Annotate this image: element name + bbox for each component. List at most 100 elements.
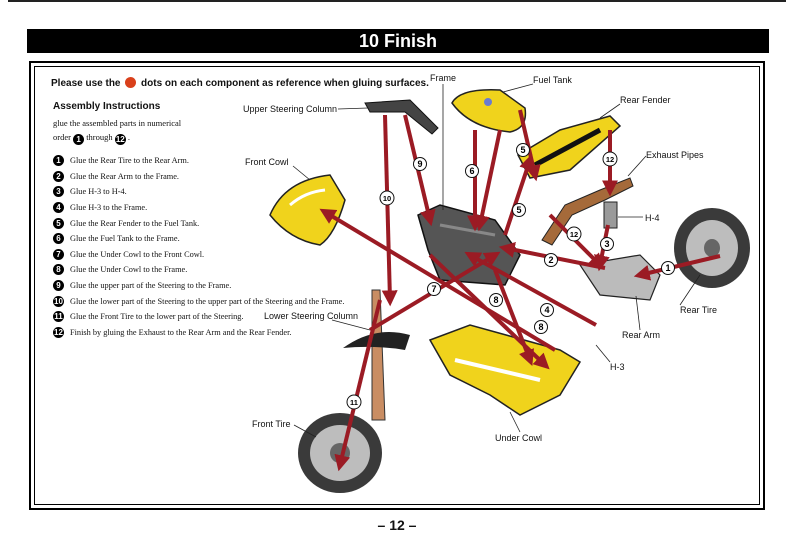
step-marker: 3 xyxy=(600,237,614,251)
top-rule xyxy=(8,0,786,2)
step-number: 9 xyxy=(53,280,64,292)
step-marker: 12 xyxy=(566,226,582,242)
label-rear-arm: Rear Arm xyxy=(622,330,660,340)
page-title: 10 Finish xyxy=(27,29,769,53)
step-text: Finish by gluing the Exhaust to the Rear… xyxy=(70,327,292,337)
label-front-tire: Front Tire xyxy=(252,419,291,429)
step-marker: 1 xyxy=(661,261,675,275)
step-item: 3 Glue H-3 to H-4. xyxy=(53,184,344,200)
step-number: 1 xyxy=(53,155,64,167)
step-text: Glue the Under Cowl to the Frame. xyxy=(70,265,188,275)
step-item: 5 Glue the Rear Fender to the Fuel Tank. xyxy=(53,215,344,231)
outer-frame xyxy=(29,61,765,510)
step-marker: 5 xyxy=(516,143,530,157)
through-word: through xyxy=(86,132,113,142)
under-cowl-illustration xyxy=(428,324,582,416)
label-rear-fender: Rear Fender xyxy=(620,95,671,105)
svg-text:5: 5 xyxy=(520,145,525,155)
label-h3: H-3 xyxy=(610,362,625,372)
step-marker: 10 xyxy=(379,190,395,206)
instructions-title: Assembly Instructions xyxy=(53,101,161,112)
leader-lines xyxy=(292,83,701,438)
svg-text:12: 12 xyxy=(570,230,578,239)
number-badge: 1 xyxy=(73,134,85,145)
step-number: 11 xyxy=(53,311,64,323)
svg-text:8: 8 xyxy=(538,322,543,332)
svg-text:11: 11 xyxy=(350,398,358,407)
svg-text:5: 5 xyxy=(516,205,521,215)
label-lower-steering-column: Lower Steering Column xyxy=(264,311,358,321)
step-text: Glue the Rear Fender to the Fuel Tank. xyxy=(70,218,200,228)
rear-arm-illustration xyxy=(578,254,661,301)
step-text: Glue the Rear Arm to the Frame. xyxy=(70,171,179,181)
rear-tire-illustration xyxy=(674,208,750,288)
svg-text:10: 10 xyxy=(383,194,391,203)
step-marker: 4 xyxy=(540,303,554,317)
step-marker: 8 xyxy=(489,293,503,307)
step-text: Glue the Under Cowl to the Front Cowl. xyxy=(70,249,205,259)
inner-frame xyxy=(34,66,760,505)
step-text: Glue the Fuel Tank to the Frame. xyxy=(70,234,180,244)
note-text-after: dots on each component as reference when… xyxy=(141,78,429,89)
step-number: 5 xyxy=(53,217,64,229)
step-text: Glue the Rear Tire to the Rear Arm. xyxy=(70,156,189,166)
step-marker: 2 xyxy=(544,253,558,267)
front-tire-illustration xyxy=(298,413,382,493)
note-text-before: Please use the xyxy=(51,78,121,89)
step-marker: 6 xyxy=(465,164,479,178)
step-item: 6 Glue the Fuel Tank to the Frame. xyxy=(53,231,344,247)
front-cowl-illustration xyxy=(269,174,346,246)
intro-line: glue the assembled parts in numerical xyxy=(53,118,182,128)
svg-text:4: 4 xyxy=(544,305,549,315)
instructions-intro: glue the assembled parts in numerical or… xyxy=(53,118,182,145)
upper-steering-illustration xyxy=(364,99,439,135)
order-word: order xyxy=(53,132,71,142)
step-marker: 9 xyxy=(413,157,427,171)
svg-text:1: 1 xyxy=(665,263,670,273)
label-under-cowl: Under Cowl xyxy=(495,433,542,443)
step-text: Glue H-3 to H-4. xyxy=(70,187,127,197)
step-item: 11 Glue the Front Tire to the lower part … xyxy=(53,309,344,325)
step-item: 12 Finish by gluing the Exhaust to the Re… xyxy=(53,325,344,341)
step-number: 3 xyxy=(53,186,64,198)
svg-text:9: 9 xyxy=(417,159,422,169)
step-item: 4 Glue H-3 to the Frame. xyxy=(53,200,344,216)
svg-text:3: 3 xyxy=(604,239,609,249)
step-number: 6 xyxy=(53,233,64,245)
step-marker: 8 xyxy=(534,320,548,334)
step-marker: 7 xyxy=(427,282,441,296)
label-frame: Frame xyxy=(430,73,456,83)
fuel-tank-illustration xyxy=(451,89,527,133)
svg-text:6: 6 xyxy=(469,166,474,176)
label-exhaust-pipes: Exhaust Pipes xyxy=(646,150,704,160)
step-item: 1 Glue the Rear Tire to the Rear Arm. xyxy=(53,153,344,169)
step-text: Glue the Front Tire to the lower part of… xyxy=(70,312,244,322)
step-text: Glue H-3 to the Frame. xyxy=(70,203,148,213)
number-badge: 12 xyxy=(114,134,126,145)
svg-text:8: 8 xyxy=(493,295,498,305)
step-number: 4 xyxy=(53,202,64,214)
red-dot-icon xyxy=(125,77,137,88)
step-text: Glue the upper part of the Steering to t… xyxy=(70,281,232,291)
label-front-cowl: Front Cowl xyxy=(245,157,289,167)
label-rear-tire: Rear Tire xyxy=(680,305,717,315)
label-h4: H-4 xyxy=(645,213,660,223)
label-fuel-tank: Fuel Tank xyxy=(533,75,572,85)
svg-text:2: 2 xyxy=(548,255,553,265)
step-number: 12 xyxy=(53,326,64,338)
step-marker: 5 xyxy=(512,203,526,217)
svg-text:7: 7 xyxy=(431,284,436,294)
page-number: – 12 – xyxy=(377,517,417,533)
svg-text:12: 12 xyxy=(606,155,614,164)
label-upper-steering-column: Upper Steering Column xyxy=(243,104,337,114)
exhaust-illustration xyxy=(541,177,634,246)
step-text: Glue the lower part of the Steering to t… xyxy=(70,296,345,306)
step-marker: 11 xyxy=(346,394,362,410)
step-item: 9 Glue the upper part of the Steering to … xyxy=(53,278,344,294)
glue-note: Please use the dots on each component as… xyxy=(51,77,429,89)
